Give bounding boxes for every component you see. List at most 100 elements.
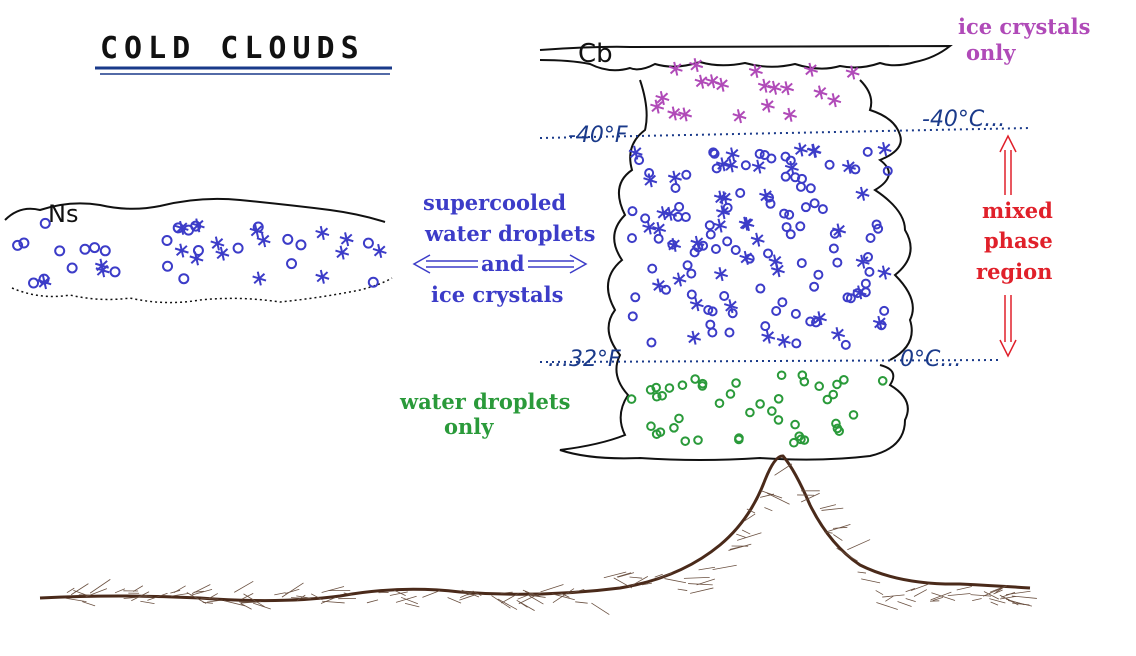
ice-crystal-icon [678,107,693,122]
ice-crystal-icon [738,216,753,231]
water-only-label: only [444,414,494,439]
water-droplet-icon [725,389,736,399]
ice-crystal-icon [827,93,842,108]
water-droplet-icon [634,155,645,166]
water-droplet-icon [719,290,730,301]
ice-crystals-only-label: ice crystals [958,14,1090,39]
water-droplet-icon [735,187,746,198]
ice-crystal-icon [705,74,720,89]
water-droplet-icon [66,262,78,274]
ice-crystal-icon [687,330,702,345]
water-droplet-icon [12,239,24,251]
water-droplet-icon [877,376,888,386]
water-droplet-icon [763,248,774,259]
water-droplet-icon [286,258,298,270]
water-droplet-icon [765,198,776,209]
ice-crystal-icon [782,107,797,122]
water-droplets-only-label: water droplets [399,389,570,414]
ground-line [39,454,1031,603]
water-droplet-icon [831,418,841,429]
water-droplet-icon [805,183,816,194]
water-droplet-icon [705,229,716,240]
cb-body-right [859,79,914,361]
water-droplet-icon [882,165,893,176]
water-droplet-icon [797,370,808,381]
water-droplet-icon [89,242,101,254]
water-droplet-icon [771,305,782,316]
water-droplet-icon [657,390,667,401]
water-droplet-icon [99,245,111,257]
water-droplet-icon [850,164,861,175]
water-droplet-icon [873,223,884,234]
ice-crystal-icon [845,65,860,80]
water-droplet-icon [832,257,843,268]
water-droplet-icon [809,198,820,209]
water-droplet-icon [760,321,771,332]
ns-cloud-bottom [11,277,393,304]
ice-crystal-icon [694,74,709,89]
cb-top-left-temp: -40°F [568,123,628,148]
water-droplet-icon [710,244,721,255]
water-droplet-icon [764,192,775,203]
water-droplet-icon [828,389,839,400]
ice-crystal-icon [210,236,225,251]
water-droplet-icon [646,337,657,348]
ice-crystal-icon [650,99,665,114]
water-droplet-icon [809,281,820,292]
water-droplet-icon [653,233,664,244]
ice-crystal-icon [813,85,828,100]
ice-crystal-icon [689,297,704,312]
water-droplet-icon [796,258,807,269]
ice-crystal-icon [757,78,772,93]
water-droplet-icon [863,252,874,263]
ice-crystal-icon [672,272,687,287]
water-droplet-icon [755,399,765,409]
water-droplet-icon [39,217,51,229]
ice-crystal-icon [249,223,264,238]
water-droplet-icon [766,153,777,164]
water-droplet-icon [690,374,700,384]
water-droplet-icon [232,242,244,254]
ice-crystal-icon [751,159,766,174]
cb-bottom-left-temp: ...32°F [548,347,621,372]
ice-crystal-icon [804,62,818,77]
ice-crystal-icon [667,106,682,121]
water-droplet-icon [655,427,666,437]
cb-mixed-region [627,141,893,350]
ice-crystal-icon [335,245,350,260]
ice-crystal-icon [715,77,729,92]
ice-only-label: only [966,40,1016,65]
water-droplet-icon [651,391,662,402]
water-droplet-icon [295,239,307,251]
water-droplet-icon [644,167,655,178]
ice-crystal-icon [315,269,330,284]
ice-crystal-icon [725,147,740,162]
ice-crystal-icon [667,170,682,185]
water-droplet-icon [784,209,795,220]
water-droplet-icon [680,212,691,223]
cb-body-left [559,79,909,461]
water-droplet-icon [162,260,174,272]
ice-crystal-icon [628,145,643,160]
ice-crystal-icon [215,246,230,261]
cb-top-right-temp: -40°C... [922,107,1005,132]
ice-crystal-icon [748,63,763,79]
water-droplet-icon [680,436,691,446]
ice-crystal-icon [655,90,670,106]
water-droplet-icon [664,383,675,393]
water-droplet-icon [673,211,684,222]
water-droplet-icon [780,151,791,162]
water-droplet-icon [781,222,792,233]
cb-cloud-label: Cb [578,39,613,69]
water-droplet-icon [682,260,693,271]
water-droplet-icon [686,289,697,300]
water-droplet-icon [367,276,379,288]
ice-crystal-icon [652,278,667,293]
water-droplet-icon [755,283,766,294]
ice-crystal-icon [739,250,754,265]
water-droplet-icon [822,394,833,405]
cb-water-region [626,370,888,448]
water-droplet-icon [829,228,840,239]
water-droplet-icon [282,233,294,245]
ice-crystal-icon [877,141,892,157]
